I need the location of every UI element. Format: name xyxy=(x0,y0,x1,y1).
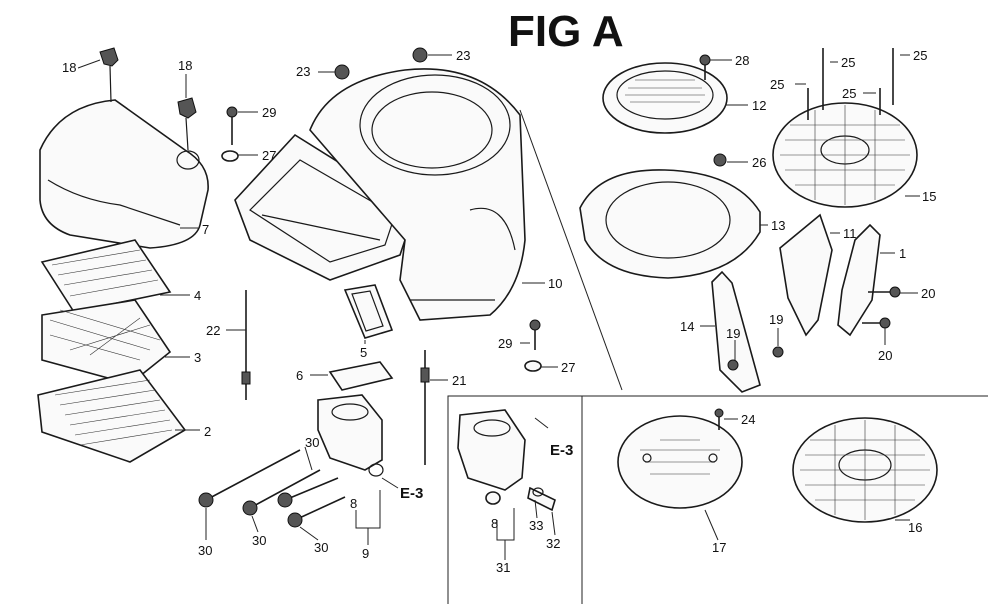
callout-9: 9 xyxy=(362,546,369,561)
rotating-screen xyxy=(602,62,728,134)
callout-2: 2 xyxy=(204,424,211,439)
carb-insulator xyxy=(317,394,384,477)
callout-30: 30 xyxy=(314,540,328,555)
callout-23: 23 xyxy=(296,64,310,79)
callout-29: 29 xyxy=(498,336,512,351)
callout-18: 18 xyxy=(62,60,76,75)
disc-cover xyxy=(617,415,743,509)
figure-title: FIG A xyxy=(508,7,624,56)
callout-25: 25 xyxy=(842,86,856,101)
callout-25: 25 xyxy=(841,55,855,70)
bolts-25 xyxy=(807,48,894,120)
panel-dividers xyxy=(447,109,988,604)
nut-26 xyxy=(713,153,727,167)
air-cleaner-base xyxy=(234,133,416,281)
callout-e3: E-3 xyxy=(400,485,423,502)
grille-screen xyxy=(772,102,918,208)
bolt-washer-upper xyxy=(221,106,239,162)
screw-24 xyxy=(714,408,724,430)
callout-28: 28 xyxy=(735,53,749,68)
callout-23: 23 xyxy=(456,48,470,63)
callout-32: 32 xyxy=(546,536,560,551)
cover-knob-a xyxy=(99,47,119,103)
callout-7: 7 xyxy=(202,222,209,237)
fan-shroud-ring xyxy=(579,169,761,279)
callout-30: 30 xyxy=(305,435,319,450)
callout-10: 10 xyxy=(548,276,562,291)
callout-17: 17 xyxy=(712,540,726,555)
callout-27: 27 xyxy=(561,360,575,375)
callout-27: 27 xyxy=(262,148,276,163)
carb-gasket xyxy=(328,361,394,391)
callout-16: 16 xyxy=(908,520,922,535)
cover-knob-b xyxy=(177,97,197,151)
callout-1: 1 xyxy=(899,246,906,261)
callout-33: 33 xyxy=(529,518,543,533)
callout-30: 30 xyxy=(252,533,266,548)
callout-5: 5 xyxy=(360,345,367,360)
callout-15: 15 xyxy=(922,189,936,204)
callout-29: 29 xyxy=(262,105,276,120)
callout-e3: E-3 xyxy=(550,442,573,459)
callout-labels: 18 18 7 4 3 2 23 23 29 27 22 5 6 21 10 2… xyxy=(62,48,936,575)
stud-bolt-22 xyxy=(241,290,251,400)
bracket-11 xyxy=(779,213,833,337)
nuts-23 xyxy=(334,47,428,80)
callout-20: 20 xyxy=(878,348,892,363)
callout-12: 12 xyxy=(752,98,766,113)
bolts-19 xyxy=(727,346,784,371)
callout-25: 25 xyxy=(913,48,927,63)
air-cleaner-cover xyxy=(39,99,209,249)
callout-13: 13 xyxy=(771,218,785,233)
bolts-20 xyxy=(862,286,901,329)
callout-18: 18 xyxy=(178,58,192,73)
grille-screen-alt xyxy=(792,417,938,523)
callout-3: 3 xyxy=(194,350,201,365)
callout-22: 22 xyxy=(206,323,220,338)
callout-14: 14 xyxy=(680,319,694,334)
bracket-14 xyxy=(711,270,761,393)
callout-6: 6 xyxy=(296,368,303,383)
callout-30: 30 xyxy=(198,543,212,558)
callout-8: 8 xyxy=(491,516,498,531)
callout-31: 31 xyxy=(496,560,510,575)
callout-19: 19 xyxy=(769,312,783,327)
callout-26: 26 xyxy=(752,155,766,170)
leader-lines xyxy=(77,54,920,560)
callout-21: 21 xyxy=(452,373,466,388)
bolts-30 xyxy=(198,449,346,528)
callout-19: 19 xyxy=(726,326,740,341)
filter-mesh xyxy=(41,299,172,385)
intake-gasket xyxy=(343,284,394,339)
callout-25: 25 xyxy=(770,77,784,92)
carb-insulator-alt xyxy=(457,409,556,512)
callout-11: 11 xyxy=(843,226,857,241)
air-filter-element xyxy=(37,369,187,463)
pre-filter-pad xyxy=(40,239,172,313)
callout-20: 20 xyxy=(921,286,935,301)
callout-8: 8 xyxy=(350,496,357,511)
bracket-1 xyxy=(837,223,881,337)
callout-4: 4 xyxy=(194,288,201,303)
fan-shroud xyxy=(309,68,526,321)
callout-24: 24 xyxy=(741,412,755,427)
stud-bolt-21 xyxy=(420,350,430,465)
bolt-washer-lower xyxy=(524,319,542,372)
